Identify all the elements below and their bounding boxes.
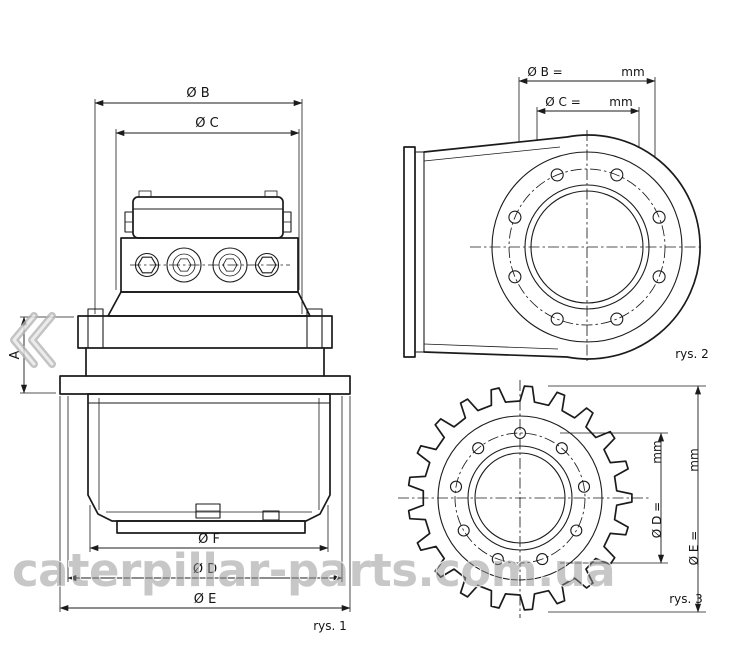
hydraulic-ports: [134, 247, 280, 283]
sprocket-view: Ø D = mm Ø E = mm rys. 3: [398, 380, 706, 618]
center-lines-motor: [470, 130, 704, 364]
figure2-caption: rys. 2: [675, 347, 709, 361]
dimension-e-sprocket: Ø E = mm: [548, 385, 706, 613]
motor-side-view: Ø B = mm Ø C = mm rys. 2: [403, 65, 709, 364]
watermark: caterpillar-parts.com.ua: [10, 312, 616, 598]
dimension-b-side: Ø B = mm: [518, 65, 656, 158]
dim-unit-e-sprocket: mm: [687, 448, 701, 471]
center-lines-sprocket: [398, 380, 650, 618]
dim-unit-b-side: mm: [621, 65, 644, 79]
dimension-od: Ø D: [67, 396, 343, 582]
final-drive-front-view: Ø B Ø C A: [8, 86, 351, 633]
dimension-ob: Ø B: [94, 86, 303, 314]
dim-label-c-side: Ø C =: [545, 95, 581, 109]
dim-label-of: Ø F: [198, 532, 220, 547]
dim-label-b-side: Ø B =: [527, 65, 562, 79]
figure1-caption: rys. 1: [313, 619, 347, 633]
valve-block: [120, 237, 299, 293]
dim-label-oc: Ø C: [195, 116, 218, 131]
housing-body: [403, 130, 704, 364]
dim-unit-d-sprocket: mm: [650, 440, 664, 463]
dim-label-e-sprocket: Ø E =: [687, 531, 701, 566]
site-logo-chevron: [10, 312, 56, 368]
dim-label-d-sprocket: Ø D =: [650, 502, 664, 538]
figure3-caption: rys. 3: [669, 592, 703, 606]
dim-label-ob: Ø B: [186, 86, 209, 101]
dim-label-oe: Ø E: [194, 592, 217, 607]
motor-bolt-holes: [508, 168, 666, 326]
dim-label-a: A: [8, 350, 23, 359]
drum-housing: [87, 393, 331, 534]
dimension-oc: Ø C: [115, 116, 300, 290]
watermark-text: caterpillar-parts.com.ua: [12, 544, 615, 597]
dimension-of: Ø F: [89, 505, 329, 552]
motor-top-cover: [124, 190, 292, 239]
dimension-c-side: Ø C = mm: [536, 95, 640, 148]
dimension-d-sprocket: Ø D = mm: [560, 432, 668, 564]
mounting-flange: [59, 291, 351, 395]
dim-unit-c-side: mm: [609, 95, 632, 109]
dim-label-od: Ø D: [193, 562, 217, 577]
dimension-oe: Ø E: [59, 396, 351, 612]
